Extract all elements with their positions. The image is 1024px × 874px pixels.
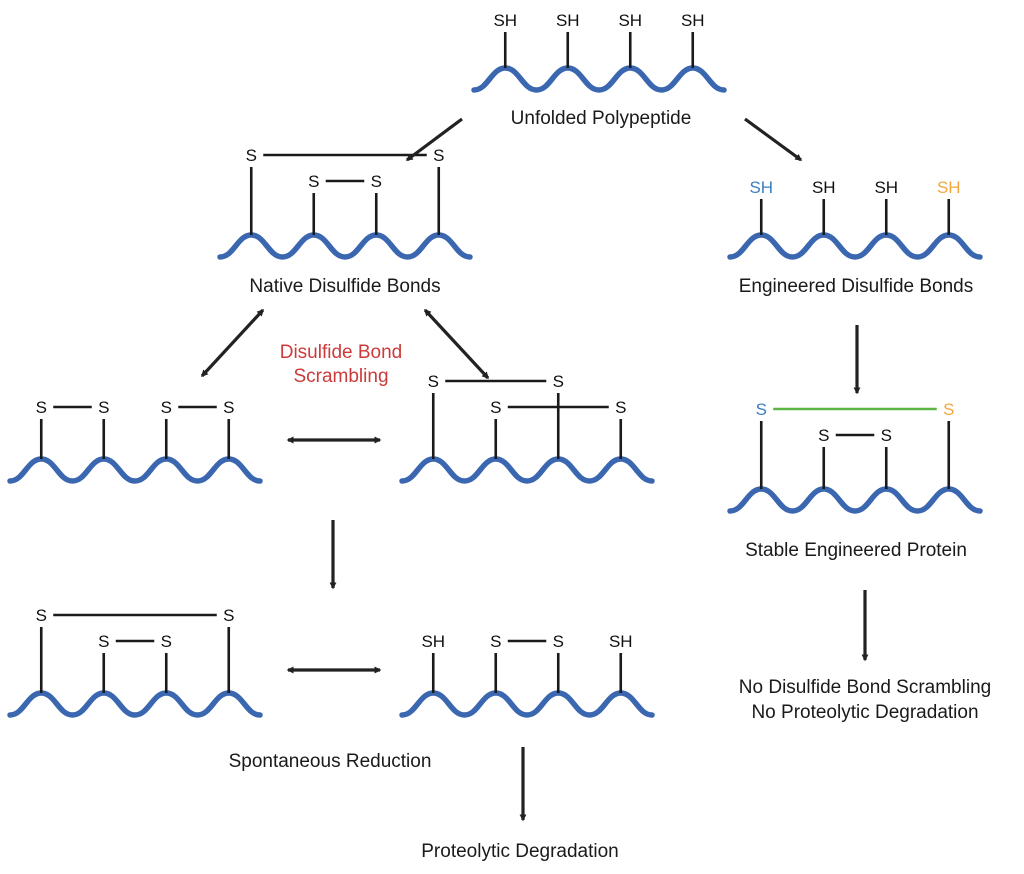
polypeptide-backbone xyxy=(7,456,263,484)
sulfur-label: S xyxy=(223,398,234,417)
polypeptide-backbone xyxy=(7,690,263,718)
label-scrambling-line1: Disulfide Bond xyxy=(280,342,403,363)
label-stable: Stable Engineered Protein xyxy=(745,540,967,561)
arrow-native-scrambled-b xyxy=(423,308,490,380)
sulfur-label: S xyxy=(428,372,439,391)
structure-scrambled-b: S S S S xyxy=(399,372,655,484)
sulfur-label: S xyxy=(308,172,319,191)
sulfur-label: S xyxy=(246,146,257,165)
thiol-label: SH xyxy=(618,11,642,30)
polypeptide-backbone xyxy=(471,65,727,93)
sulfur-label: S xyxy=(818,426,829,445)
arrow-unfolded-to-engineered xyxy=(744,117,803,162)
arrow-native-scrambled-a xyxy=(200,308,265,378)
sulfur-label: S xyxy=(553,372,564,391)
label-scrambling-line2: Scrambling xyxy=(293,366,388,387)
arrows xyxy=(200,117,869,822)
structure-scrambled-c: S S S S xyxy=(7,606,263,718)
arrow-unfolded-to-native xyxy=(405,117,463,162)
sulfur-label: S xyxy=(881,426,892,445)
polypeptide-backbone xyxy=(399,456,655,484)
structure-unfolded: SH SH SH SH xyxy=(471,11,727,93)
polypeptide-backbone xyxy=(727,486,983,514)
label-spontaneous: Spontaneous Reduction xyxy=(229,751,432,772)
sulfur-label: S xyxy=(161,398,172,417)
label-native: Native Disulfide Bonds xyxy=(249,276,440,297)
sulfur-label: S xyxy=(98,398,109,417)
thiol-label: SH xyxy=(556,11,580,30)
thiol-label: SH xyxy=(421,632,445,651)
structure-engineered: SH SH SH SH xyxy=(727,178,983,260)
thiol-label: SH xyxy=(681,11,705,30)
sulfur-label: S xyxy=(36,398,47,417)
sulfur-label: S xyxy=(490,632,501,651)
structure-stable-engineered: S S S S xyxy=(727,400,983,514)
thiol-label: SH xyxy=(749,178,773,197)
polypeptide-backbone xyxy=(727,232,983,260)
label-no-degradation: No Proteolytic Degradation xyxy=(751,702,978,723)
polypeptide-backbone xyxy=(217,232,473,260)
label-unfolded: Unfolded Polypeptide xyxy=(511,108,692,129)
thiol-label: SH xyxy=(937,178,961,197)
sulfur-label: S xyxy=(98,632,109,651)
thiol-label: SH xyxy=(609,632,633,651)
sulfur-label: S xyxy=(223,606,234,625)
label-proteolytic: Proteolytic Degradation xyxy=(421,841,619,862)
structure-reduced: SH S S SH xyxy=(399,632,655,718)
thiol-label: SH xyxy=(874,178,898,197)
sulfur-label: S xyxy=(371,172,382,191)
sulfur-label: S xyxy=(943,400,954,419)
sulfur-label: S xyxy=(36,606,47,625)
structure-native: S S S S xyxy=(217,146,473,260)
sulfur-label: S xyxy=(490,398,501,417)
sulfur-label: S xyxy=(553,632,564,651)
thiol-label: SH xyxy=(812,178,836,197)
label-no-scrambling: No Disulfide Bond Scrambling xyxy=(739,677,991,698)
label-engineered: Engineered Disulfide Bonds xyxy=(739,276,974,297)
sulfur-label: S xyxy=(615,398,626,417)
sulfur-label: S xyxy=(161,632,172,651)
sulfur-label: S xyxy=(756,400,767,419)
thiol-label: SH xyxy=(493,11,517,30)
sulfur-label: S xyxy=(433,146,444,165)
polypeptide-backbone xyxy=(399,690,655,718)
